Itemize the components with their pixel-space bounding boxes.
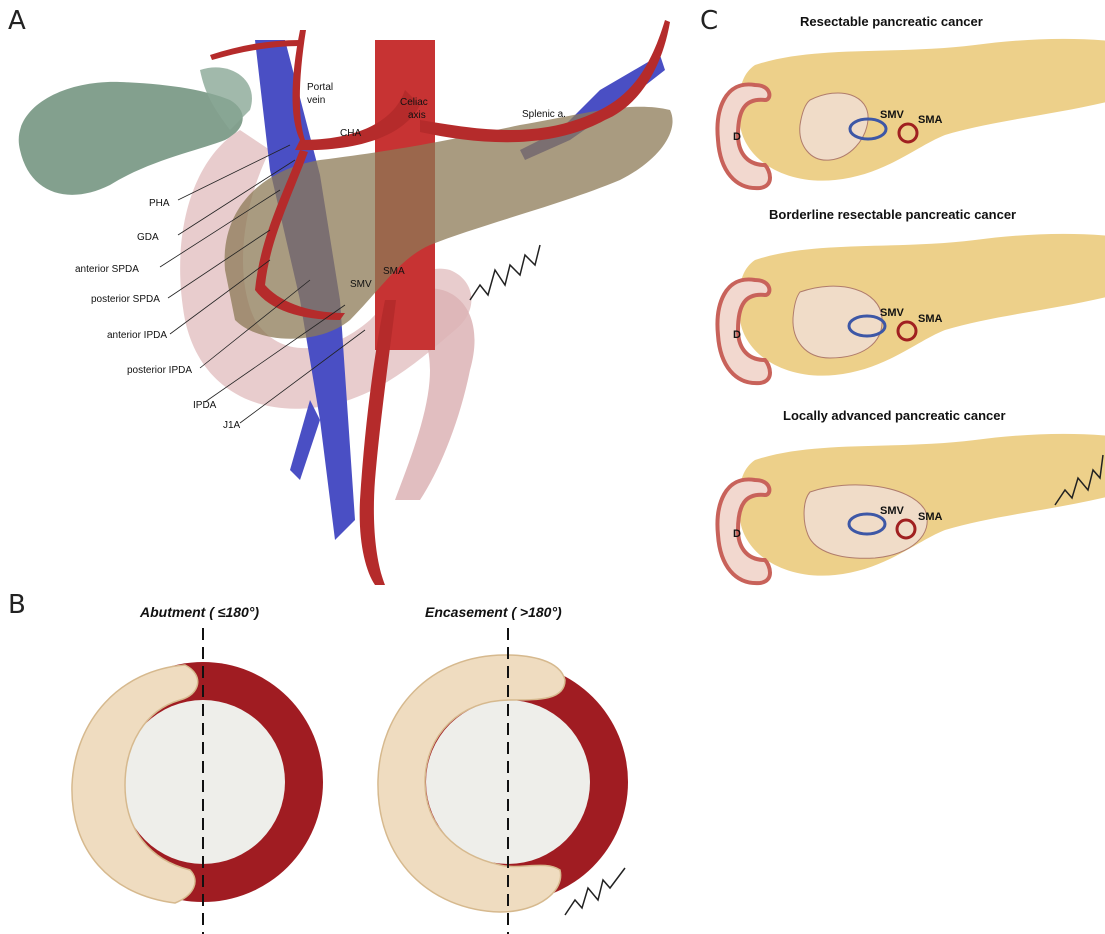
stage-locally-advanced-diagram: D SMV SMA bbox=[717, 434, 1105, 583]
stage-resectable-diagram: D SMV SMA bbox=[717, 39, 1105, 188]
label-j1a: J1A bbox=[223, 420, 241, 431]
label-celiac-1: Celiac bbox=[400, 97, 428, 108]
stage-title-locally-advanced: Locally advanced pancreatic cancer bbox=[783, 408, 1006, 423]
label-d-stage-3: D bbox=[733, 528, 741, 540]
label-smv-stage-2: SMV bbox=[880, 307, 905, 319]
label-posterior-spda: posterior SPDA bbox=[91, 294, 160, 305]
label-d-stage-2: D bbox=[733, 329, 741, 341]
label-sma-stage-1: SMA bbox=[918, 114, 943, 126]
title-encasement: Encasement ( >180°) bbox=[425, 604, 562, 620]
label-cha: CHA bbox=[340, 128, 361, 139]
stage-title-borderline: Borderline resectable pancreatic cancer bbox=[769, 207, 1016, 222]
panel-c-staging: Resectable pancreatic cancer D SMV SMA B… bbox=[705, 0, 1105, 600]
label-sma: SMA bbox=[383, 266, 405, 277]
tumor-stage-2 bbox=[793, 286, 882, 358]
stage-borderline-diagram: D SMV SMA bbox=[717, 234, 1105, 383]
label-sma-stage-2: SMA bbox=[918, 313, 943, 325]
label-d-stage-1: D bbox=[733, 131, 741, 143]
panel-b-vessel-involvement: Abutment ( ≤180°) Encasement ( >180°) bbox=[0, 600, 700, 934]
label-smv-stage-1: SMV bbox=[880, 109, 905, 121]
label-anterior-spda: anterior SPDA bbox=[75, 264, 139, 275]
label-portal-vein-1: Portal bbox=[307, 82, 333, 93]
panel-a-anatomy: Portal vein Celiac axis CHA Splenic a. S… bbox=[0, 0, 700, 590]
label-celiac-2: axis bbox=[408, 110, 426, 121]
label-smv-stage-3: SMV bbox=[880, 505, 905, 517]
label-ipda: IPDA bbox=[193, 400, 217, 411]
label-posterior-ipda: posterior IPDA bbox=[127, 365, 192, 376]
label-sma-stage-3: SMA bbox=[918, 511, 943, 523]
label-splenic: Splenic a. bbox=[522, 109, 566, 120]
label-portal-vein-2: vein bbox=[307, 95, 325, 106]
label-smv: SMV bbox=[350, 279, 372, 290]
label-anterior-ipda: anterior IPDA bbox=[107, 330, 167, 341]
stage-title-resectable: Resectable pancreatic cancer bbox=[800, 14, 983, 29]
abutment-diagram bbox=[72, 628, 323, 934]
label-gda: GDA bbox=[137, 232, 159, 243]
artist-signature bbox=[470, 245, 540, 300]
label-pha: PHA bbox=[149, 198, 170, 209]
title-abutment: Abutment ( ≤180°) bbox=[139, 604, 259, 620]
encasement-diagram bbox=[378, 628, 628, 934]
